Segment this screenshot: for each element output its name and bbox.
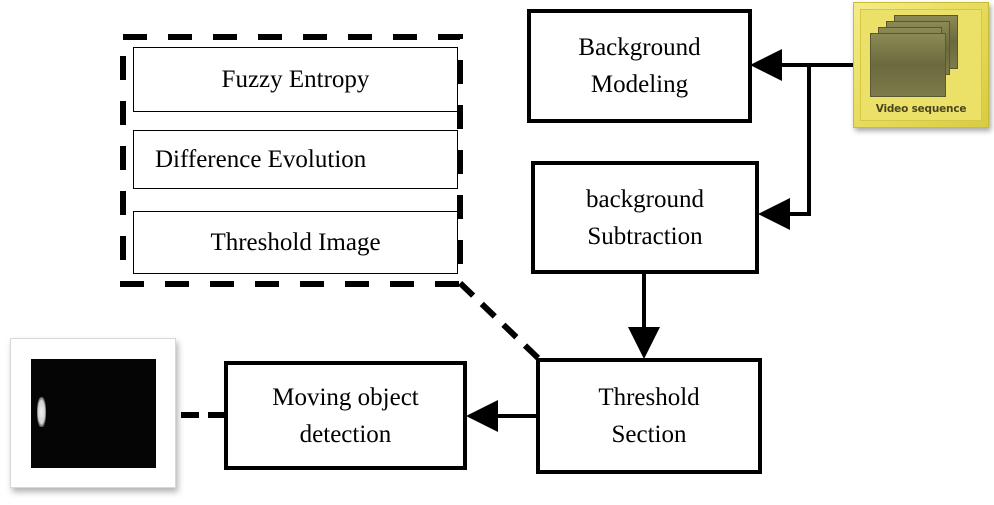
background-subtraction-line2: Subtraction	[587, 222, 703, 250]
node-threshold-section: Threshold Section	[536, 358, 762, 474]
moving-object-detection-line1: Moving object	[272, 383, 419, 411]
detail-fuzzy-entropy: Fuzzy Entropy	[133, 47, 458, 112]
detail-difference-evolution: Difference Evolution	[133, 130, 458, 189]
node-background-subtraction: background Subtraction	[531, 161, 759, 274]
edge-threshold-to-details-dashed	[457, 280, 541, 361]
threshold-details-container	[120, 34, 463, 287]
video-sequence-icon: Video sequence	[853, 2, 989, 128]
background-modeling-line2: Modeling	[590, 71, 689, 98]
threshold-section-line1: Threshold	[598, 384, 700, 411]
result-image-frame	[10, 338, 176, 488]
result-mask-image	[31, 359, 156, 468]
person-silhouette-icon	[37, 397, 46, 427]
moving-object-detection-line2: detection	[299, 420, 392, 448]
node-background-modeling: Background Modeling	[527, 9, 752, 123]
background-subtraction-line1: background	[585, 185, 705, 213]
detail-threshold-image-label: Threshold Image	[210, 228, 381, 256]
video-frame-icon	[870, 33, 946, 97]
detail-difference-evolution-label: Difference Evolution	[155, 145, 367, 173]
video-sequence-label: Video sequence	[875, 103, 967, 115]
detail-threshold-image: Threshold Image	[133, 211, 458, 274]
node-moving-object-detection: Moving object detection	[224, 361, 467, 470]
background-modeling-line1: Background	[578, 34, 701, 61]
threshold-section-line2: Section	[611, 421, 687, 448]
edge-video-to-background-subtraction	[758, 65, 811, 230]
detail-fuzzy-entropy-label: Fuzzy Entropy	[221, 65, 370, 93]
